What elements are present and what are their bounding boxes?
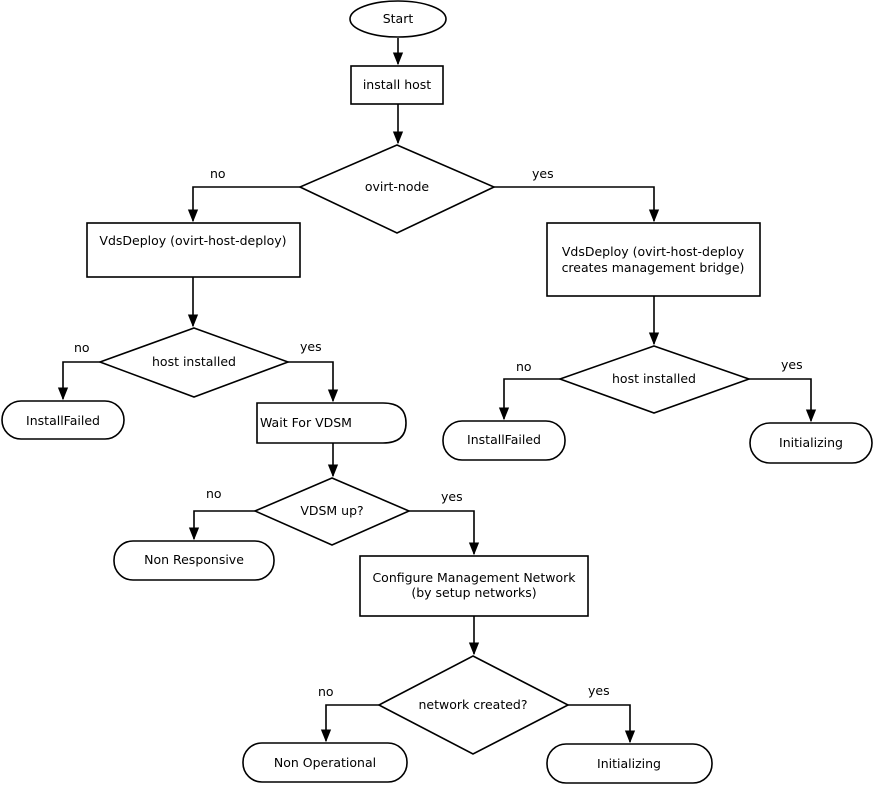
node-non-operational: Non Operational (242, 742, 408, 783)
decision-ovirt-node: ovirt-node (298, 144, 496, 234)
node-configure-network-label-1: Configure Management Network (372, 570, 576, 585)
node-non-operational-label: Non Operational (274, 755, 376, 770)
decision-host-installed-left: host installed (97, 327, 291, 398)
node-non-responsive: Non Responsive (113, 540, 275, 581)
node-start-label: Start (383, 11, 414, 26)
label-network-no: no (318, 684, 334, 699)
decision-host-installed-left-label: host installed (152, 354, 236, 369)
node-vdsdeploy-right: VdsDeploy (ovirt-host-deploy creates man… (546, 222, 761, 297)
edge-vdsm-no (188, 510, 255, 541)
node-install-failed-left-label: InstallFailed (26, 413, 100, 428)
edge-vdsm-yes (409, 510, 480, 556)
edge-host-right-yes (749, 378, 817, 423)
label-host-right-no: no (516, 359, 532, 374)
node-vdsdeploy-right-label-2: creates management bridge) (562, 260, 745, 275)
edge-host-left-no (57, 361, 100, 401)
node-configure-network: Configure Management Network (by setup n… (359, 555, 589, 617)
edge-host-left-yes (288, 361, 339, 403)
node-install-failed-left: InstallFailed (1, 400, 125, 440)
label-vdsm-yes: yes (441, 489, 463, 504)
node-start: Start (349, 0, 447, 38)
label-network-yes: yes (588, 683, 610, 698)
label-vdsm-no: no (206, 486, 222, 501)
label-ovirt-no: no (210, 166, 226, 181)
label-host-left-yes: yes (300, 339, 322, 354)
edge-network-yes (568, 704, 636, 744)
node-install-host: install host (350, 65, 444, 105)
node-initializing-right-label: Initializing (779, 435, 843, 450)
edge-ovirt-no (187, 186, 300, 223)
node-install-host-label: install host (363, 77, 431, 92)
node-install-failed-right: InstallFailed (442, 420, 566, 461)
node-wait-for-vdsm: Wait For VDSM (256, 402, 407, 444)
label-ovirt-yes: yes (532, 166, 554, 181)
node-initializing-bottom-label: Initializing (597, 756, 661, 771)
edge-ovirt-yes (494, 186, 660, 223)
decision-vdsm-up: VDSM up? (252, 477, 412, 546)
node-initializing-bottom: Initializing (546, 743, 713, 784)
decision-network-created-label: network created? (419, 697, 528, 712)
label-host-right-yes: yes (781, 357, 803, 372)
node-configure-network-label-2: (by setup networks) (411, 585, 536, 600)
node-vdsdeploy-left: VdsDeploy (ovirt-host-deploy) (86, 222, 301, 278)
decision-host-installed-right-label: host installed (612, 371, 696, 386)
node-initializing-right: Initializing (749, 422, 873, 464)
edge-host-right-no (498, 378, 560, 421)
decision-host-installed-right: host installed (557, 345, 752, 414)
node-non-responsive-label: Non Responsive (144, 552, 244, 567)
edge-network-no (320, 704, 379, 743)
decision-ovirt-node-label: ovirt-node (365, 179, 430, 194)
node-vdsdeploy-left-label: VdsDeploy (ovirt-host-deploy) (99, 233, 286, 248)
edge-labels: no yes no yes no yes no yes no yes (74, 166, 803, 699)
decision-vdsm-up-label: VDSM up? (300, 503, 363, 518)
node-wait-for-vdsm-label: Wait For VDSM (260, 415, 352, 430)
edges (57, 38, 817, 744)
decision-network-created: network created? (377, 655, 570, 755)
node-install-failed-right-label: InstallFailed (467, 432, 541, 447)
node-vdsdeploy-right-label-1: VdsDeploy (ovirt-host-deploy (562, 244, 745, 259)
label-host-left-no: no (74, 340, 90, 355)
